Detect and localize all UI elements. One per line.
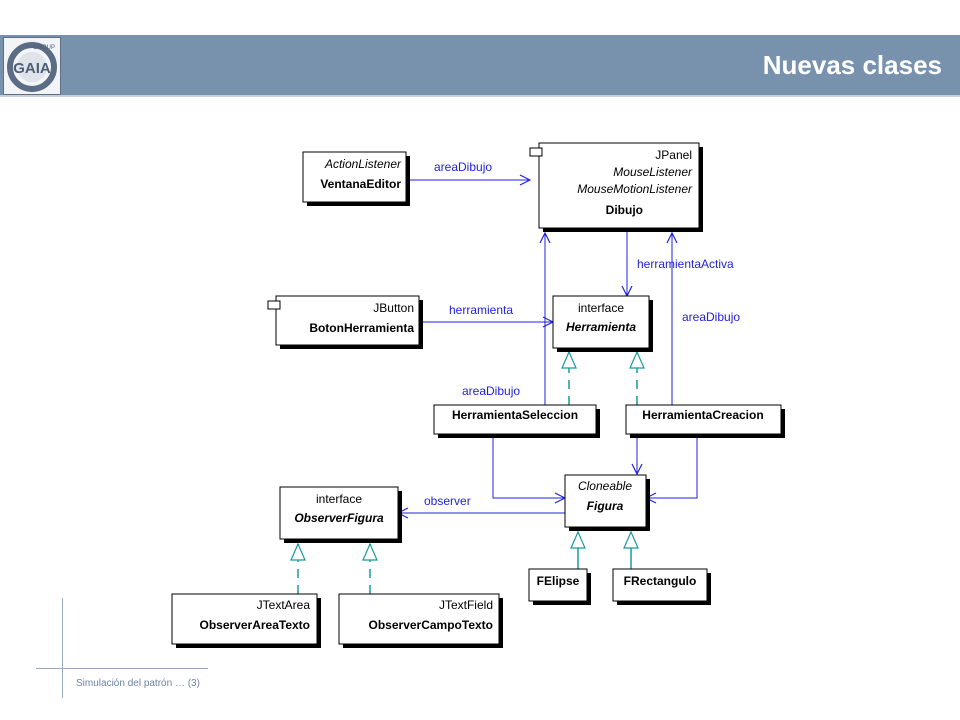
gaia-logo: GAIA GROUP xyxy=(3,37,61,95)
class-boton-herramienta: JButton BotonHerramienta xyxy=(267,295,423,349)
class-observer-figura: interface ObserverFigura xyxy=(279,486,402,543)
stereotype-jpanel: JPanel xyxy=(655,148,692,162)
header-divider xyxy=(0,95,960,97)
assoc-seleccion-figura xyxy=(492,435,565,498)
class-name-observer-figura: ObserverFigura xyxy=(294,511,384,525)
class-name-frectangulo: FRectangulo xyxy=(624,574,697,588)
logo-arc-text: GROUP xyxy=(33,45,55,51)
class-name-dibujo: Dibujo xyxy=(606,203,643,217)
label-area-dibujo-2: areaDibujo xyxy=(682,310,740,324)
class-dibujo: JPanel MouseListener MouseMotionListener… xyxy=(529,142,703,232)
component-icon xyxy=(529,147,543,157)
stereotype-jbutton: JButton xyxy=(373,301,414,315)
class-observer-area-texto: JTextArea ObserverAreaTexto xyxy=(171,593,321,648)
header-bar xyxy=(0,35,960,95)
label-area-dibujo-1: areaDibujo xyxy=(434,160,492,174)
class-name-observer-area-texto: ObserverAreaTexto xyxy=(200,618,311,632)
label-herramienta-activa: herramientaActiva xyxy=(637,257,734,271)
footer-caption: Simulación del patrón … (3) xyxy=(76,678,200,689)
class-frectangulo: FRectangulo xyxy=(612,568,711,605)
class-name-herramienta: Herramienta xyxy=(566,320,636,334)
component-icon xyxy=(267,300,281,310)
stereotype-jtextarea: JTextArea xyxy=(257,598,311,612)
stereotype-jtextfield: JTextField xyxy=(439,598,493,612)
class-ventana-editor: ActionListener VentanaEditor xyxy=(302,151,410,206)
stereotype-cloneable: Cloneable xyxy=(578,479,632,493)
class-name-felipse: FElipse xyxy=(537,574,580,588)
label-area-dibujo-3: areaDibujo xyxy=(462,384,520,398)
class-felipse: FElipse xyxy=(528,568,591,605)
stereotype-action-listener: ActionListener xyxy=(324,157,402,171)
label-herramienta: herramienta xyxy=(449,303,513,317)
class-name-herramienta-seleccion: HerramientaSeleccion xyxy=(452,408,578,422)
stereotype-interface: interface xyxy=(316,492,362,506)
class-observer-campo-texto: JTextField ObserverCampoTexto xyxy=(338,593,503,648)
assoc-creacion-figura-2 xyxy=(646,435,698,498)
page-title: Nuevas clases xyxy=(762,50,942,80)
class-name-herramienta-creacion: HerramientaCreacion xyxy=(642,408,763,422)
footer-horizontal-line xyxy=(36,668,208,669)
class-name-observer-campo-texto: ObserverCampoTexto xyxy=(369,618,493,632)
stereotype-mouse-listener: MouseListener xyxy=(613,165,693,179)
stereotype-mouse-motion-listener: MouseMotionListener xyxy=(577,182,693,196)
class-figura: Cloneable Figura xyxy=(564,474,650,531)
class-name-figura: Figura xyxy=(587,499,624,513)
class-herramienta-creacion: HerramientaCreacion xyxy=(625,404,785,438)
stereotype-interface: interface xyxy=(578,301,624,315)
class-herramienta: interface Herramienta xyxy=(552,295,653,352)
logo-text: GAIA xyxy=(13,60,51,77)
footer-vertical-line xyxy=(62,598,63,698)
class-herramienta-seleccion: HerramientaSeleccion xyxy=(433,404,600,438)
class-name-boton-herramienta: BotonHerramienta xyxy=(309,321,414,335)
label-observer: observer xyxy=(424,494,471,508)
class-name-ventana-editor: VentanaEditor xyxy=(320,177,401,191)
